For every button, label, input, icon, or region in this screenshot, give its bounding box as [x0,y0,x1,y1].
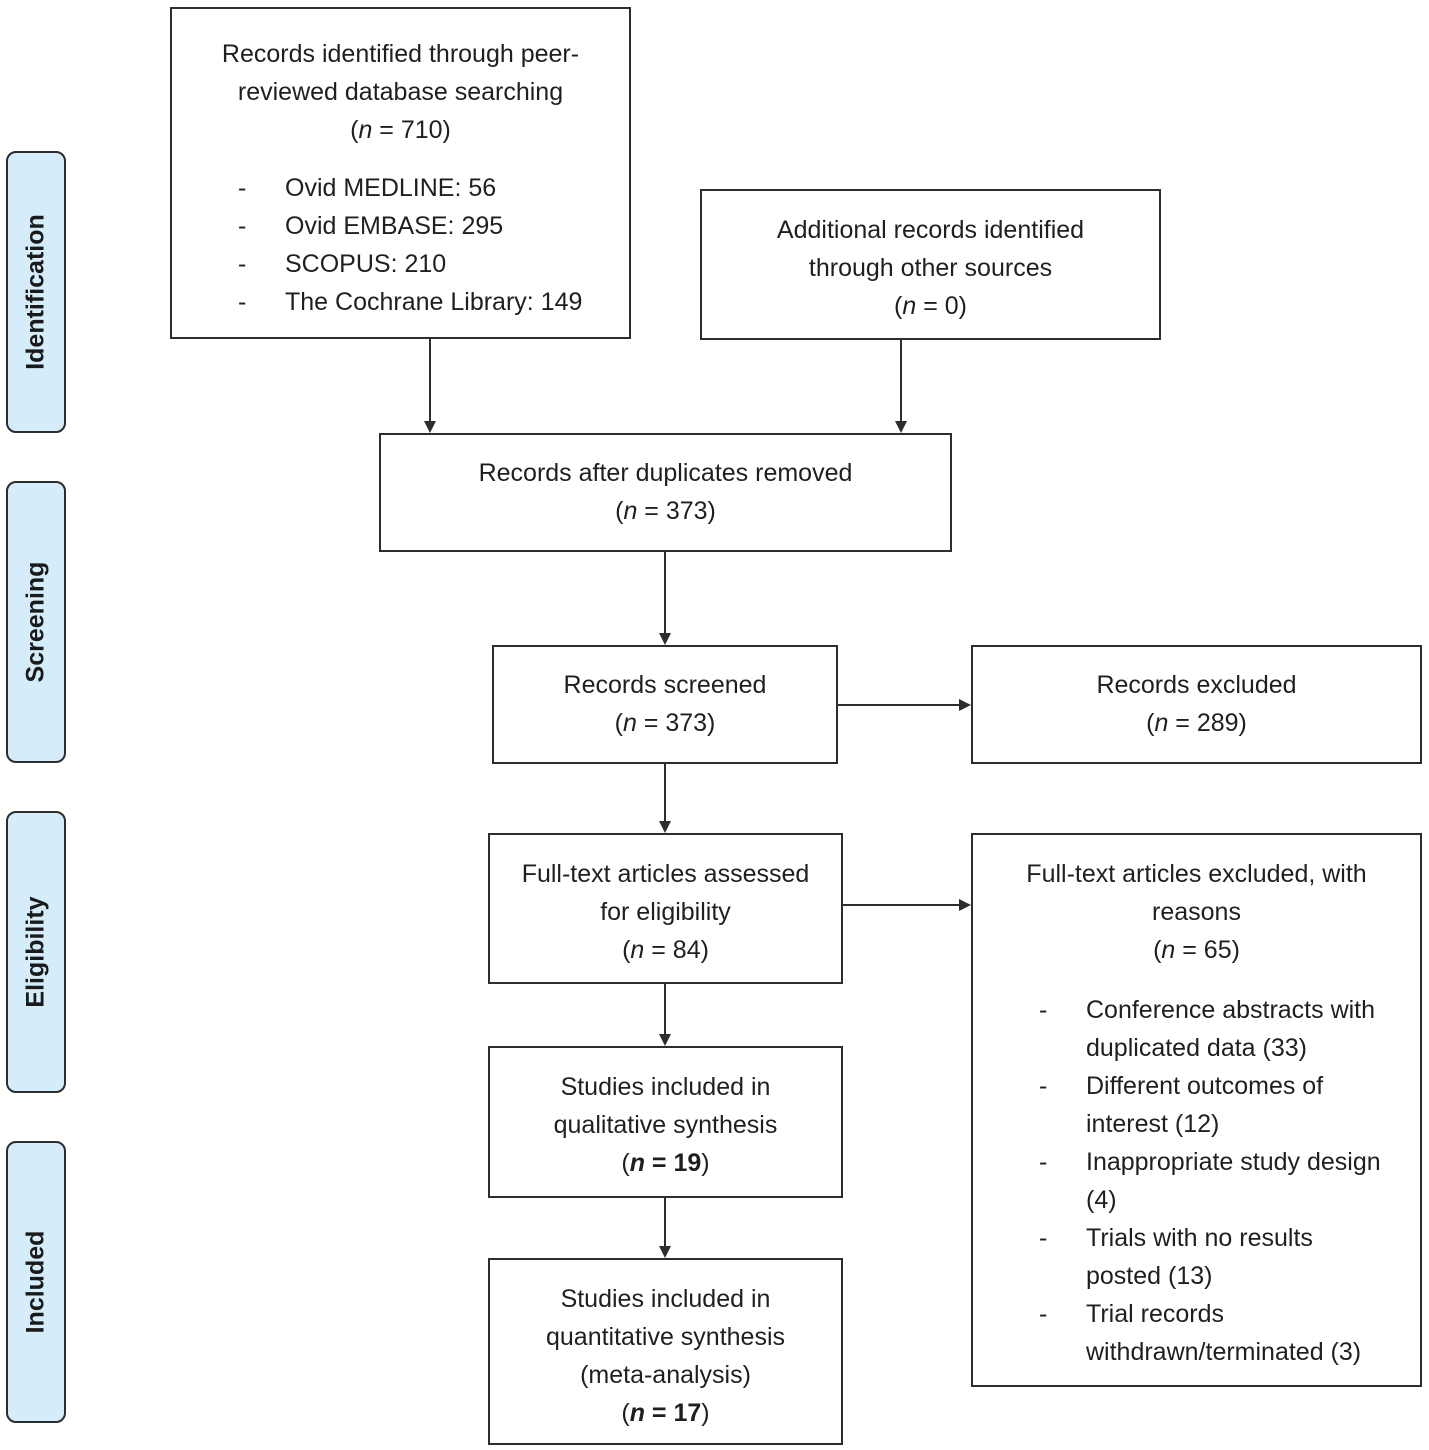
box-text-line: Studies included in [560,1073,771,1101]
fulltext-assessed-box: Full-text articles assessed for eligibil… [488,833,843,984]
stage-screening: Screening [6,481,66,763]
box-text-line: Studies included in [560,1285,771,1313]
stage-label-included: Included [21,1230,50,1334]
stage-included: Included [6,1141,66,1423]
count-label: (n = 17) [621,1399,710,1427]
stage-label-eligibility: Eligibility [21,896,50,1008]
box-text-line: reasons [1152,898,1241,926]
count-label: (n = 373) [615,497,716,525]
count-label: (n = 710) [350,116,451,144]
box-text-line: quantitative synthesis [545,1323,786,1351]
stage-identification: Identification [6,151,66,433]
stage-label-screening: Screening [21,561,50,683]
fulltext-excluded-box: Full-text articles excluded, with reason… [971,833,1422,1387]
box-text-line: through other sources [808,254,1053,282]
box-text-line: (meta-analysis) [580,1361,751,1389]
box-text-line: for eligibility [600,898,731,926]
after-duplicates-box: Records after duplicates removed (n = 37… [379,433,952,552]
other-sources-box: Additional records identified through ot… [700,189,1161,340]
quantitative-synthesis-box: Studies included in quantitative synthes… [488,1258,843,1445]
box-text-line: Records excluded [1096,671,1297,699]
count-label: (n = 289) [1146,709,1247,737]
list-item: -Ovid MEDLINE: 56 [238,174,497,202]
qualitative-synthesis-box: Studies included in qualitative synthesi… [488,1046,843,1198]
database-list: -Ovid MEDLINE: 56 -Ovid EMBASE: 295 -SCO… [238,169,629,321]
stage-eligibility: Eligibility [6,811,66,1093]
count-label: (n = 373) [614,709,716,737]
records-screened-box: Records screened (n = 373) [492,645,838,764]
stage-label-identification: Identification [21,214,50,370]
list-item: -The Cochrane Library: 149 [238,288,583,316]
database-search-box: Records identified through peer- reviewe… [170,7,631,339]
box-text-line: Records screened [563,671,767,699]
box-text-line: Full-text articles excluded, with [1026,860,1367,888]
list-item: -Ovid EMBASE: 295 [238,212,504,240]
box-text-line: Records after duplicates removed [478,459,853,487]
list-item: -Inappropriate study design(4) [1039,1148,1381,1214]
count-label: (n = 0) [894,292,967,320]
box-text-line: Additional records identified [776,216,1085,244]
box-text-line: Full-text articles assessed [521,860,810,888]
records-excluded-box: Records excluded (n = 289) [971,645,1422,764]
box-text-line: Records identified through peer- [221,40,580,68]
count-label: (n = 84) [622,936,709,964]
box-text-line: qualitative synthesis [553,1111,778,1139]
count-label: (n = 19) [621,1149,710,1177]
count-label: (n = 65) [1153,936,1240,964]
box-text-line: reviewed database searching [237,78,564,106]
list-item: -SCOPUS: 210 [238,250,447,278]
